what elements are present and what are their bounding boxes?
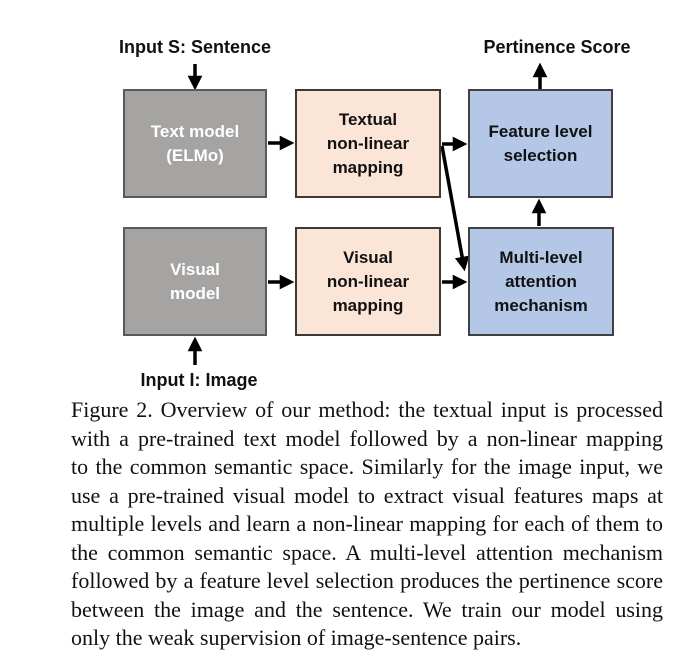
visual-mapping-box: Visual non-linear mapping: [295, 227, 441, 336]
text-model-box: Text model (ELMo): [123, 89, 267, 198]
caption-line: the common semantic space. A multi-level…: [71, 539, 663, 565]
input-image-label: Input I: Image: [140, 370, 258, 390]
pertinence-score-label: Pertinence Score: [483, 37, 631, 57]
caption-line: to the common semantic space. Similarly …: [71, 454, 663, 479]
arrow-layer: [187, 62, 548, 365]
caption-line: with a pre-trained text model followed b…: [71, 425, 663, 451]
caption-line: between the image and the sentence. We t…: [71, 596, 663, 622]
caption-line: multiple levels and learn a non-linear m…: [71, 511, 663, 536]
input-sentence-label: Input S: Sentence: [118, 37, 271, 57]
figure-caption: Figure 2. Overview of our method: the te…: [71, 396, 663, 653]
feature-selection-box: Feature level selection: [468, 89, 613, 198]
method-overview-diagram: Input S: Sentence Pertinence Score Text …: [118, 37, 631, 390]
caption-line: use a pre-trained visual model to extrac…: [71, 482, 663, 508]
caption-line: only the weak supervision of image-sente…: [71, 625, 522, 650]
caption-line: followed by a feature level selection pr…: [71, 568, 663, 593]
multi-attention-box: Multi-level attention mechanism: [468, 227, 614, 336]
textual-mapping-box: Textual non-linear mapping: [295, 89, 441, 198]
arrow-textual-mapping-to-multi-attention: [440, 145, 470, 272]
visual-model-box: Visual model: [123, 227, 267, 336]
caption-line: Figure 2. Overview of our method: the te…: [71, 397, 663, 422]
